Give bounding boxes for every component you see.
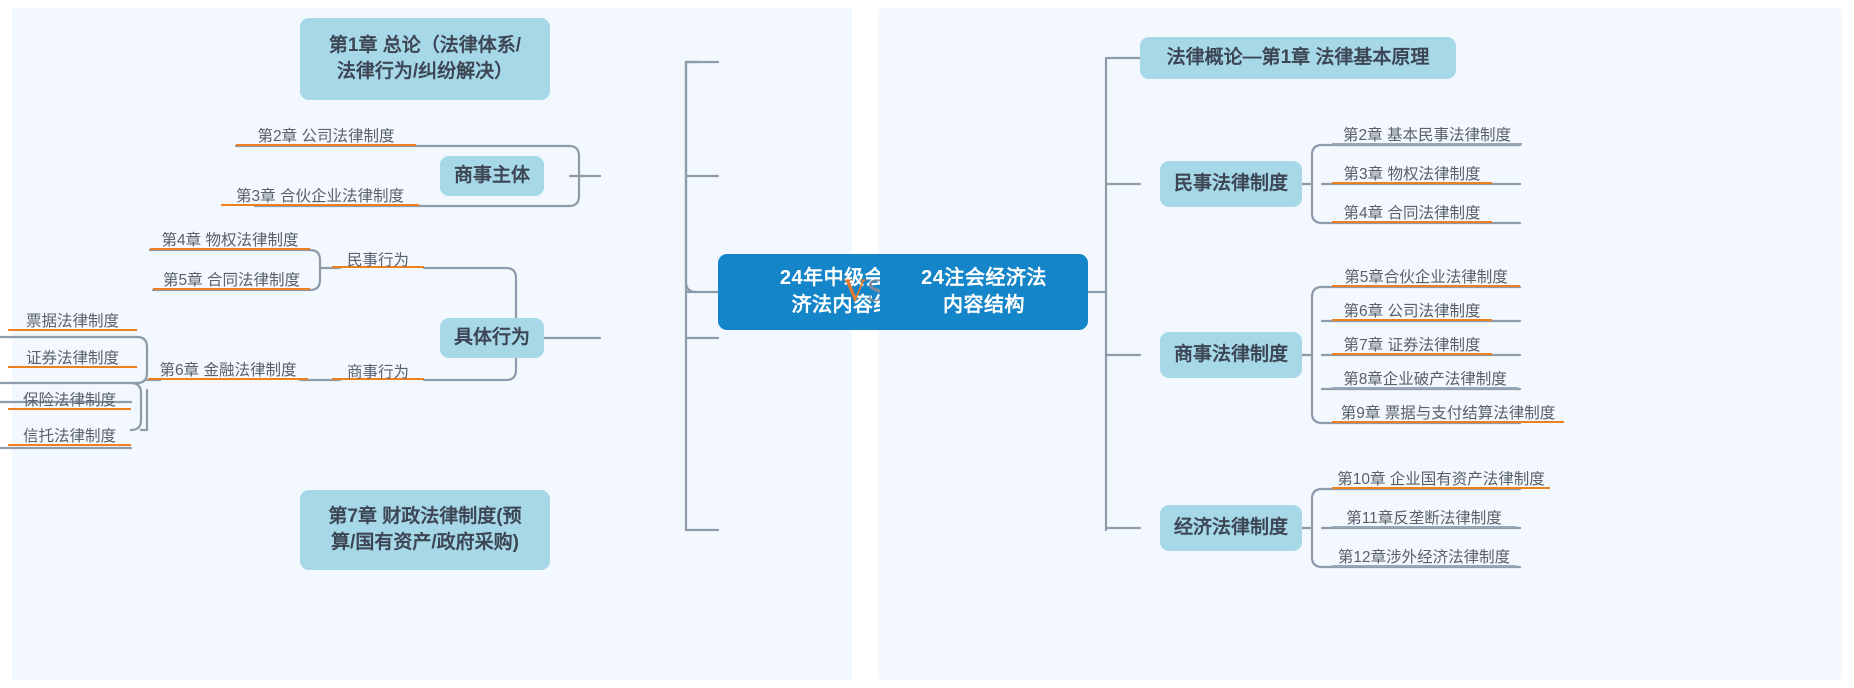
left-branch-concrete-act[interactable]: 具体行为 (440, 318, 544, 358)
right-leaf-chapter4[interactable]: 第4章 合同法律制度 (1332, 203, 1492, 223)
right-leaf-chapter6[interactable]: 第6章 公司法律制度 (1332, 301, 1492, 321)
right-branch-law-intro[interactable]: 法律概论—第1章 法律基本原理 (1140, 37, 1456, 79)
right-leaf-chapter10[interactable]: 第10章 企业国有资产法律制度 (1332, 469, 1550, 489)
right-root-node[interactable]: 24注会经济法 内容结构 (880, 254, 1088, 330)
vs-separator: VS (843, 275, 885, 308)
right-leaf-chapter11[interactable]: 第11章反垄断法律制度 (1332, 508, 1516, 528)
right-leaf-chapter8[interactable]: 第8章企业破产法律制度 (1332, 369, 1518, 389)
right-leaf-chapter5[interactable]: 第5章合伙企业法律制度 (1332, 267, 1520, 287)
right-branch-civil-law[interactable]: 民事法律制度 (1160, 161, 1302, 207)
right-leaf-chapter2[interactable]: 第2章 基本民事法律制度 (1332, 125, 1522, 145)
left-group-civil-act[interactable]: 民事行为 (332, 248, 424, 269)
right-leaf-chapter9[interactable]: 第9章 票据与支付结算法律制度 (1332, 403, 1564, 423)
right-leaf-chapter3[interactable]: 第3章 物权法律制度 (1332, 164, 1492, 184)
left-leaf-insurance-law[interactable]: 保险法律制度 (8, 390, 131, 410)
left-leaf-bill-law[interactable]: 票据法律制度 (8, 311, 137, 331)
right-branch-economic-law[interactable]: 经济法律制度 (1160, 505, 1302, 551)
left-branch-commercial-subject[interactable]: 商事主体 (440, 156, 544, 196)
left-branch-chapter7[interactable]: 第7章 财政法律制度(预 算/国有资产/政府采购) (300, 490, 550, 570)
left-leaf-securities-law[interactable]: 证券法律制度 (8, 348, 137, 368)
left-leaf-chapter5[interactable]: 第5章 合同法律制度 (153, 270, 310, 290)
vs-letter-v: V (843, 273, 867, 309)
right-leaf-chapter12[interactable]: 第12章涉外经济法律制度 (1332, 547, 1516, 567)
left-leaf-chapter3[interactable]: 第3章 合伙企业法律制度 (221, 186, 419, 206)
left-branch-chapter1[interactable]: 第1章 总论（法律体系/ 法律行为/纠纷解决） (300, 18, 550, 100)
left-mindmap-panel (12, 8, 852, 680)
left-leaf-chapter6[interactable]: 第6章 金融法律制度 (148, 360, 308, 380)
right-leaf-chapter7[interactable]: 第7章 证券法律制度 (1332, 335, 1492, 355)
left-leaf-chapter4[interactable]: 第4章 物权法律制度 (150, 230, 310, 250)
right-branch-commercial-law[interactable]: 商事法律制度 (1160, 332, 1302, 378)
left-leaf-trust-law[interactable]: 信托法律制度 (8, 426, 131, 446)
left-group-commercial-act[interactable]: 商事行为 (332, 360, 424, 381)
left-leaf-chapter2[interactable]: 第2章 公司法律制度 (236, 126, 416, 146)
